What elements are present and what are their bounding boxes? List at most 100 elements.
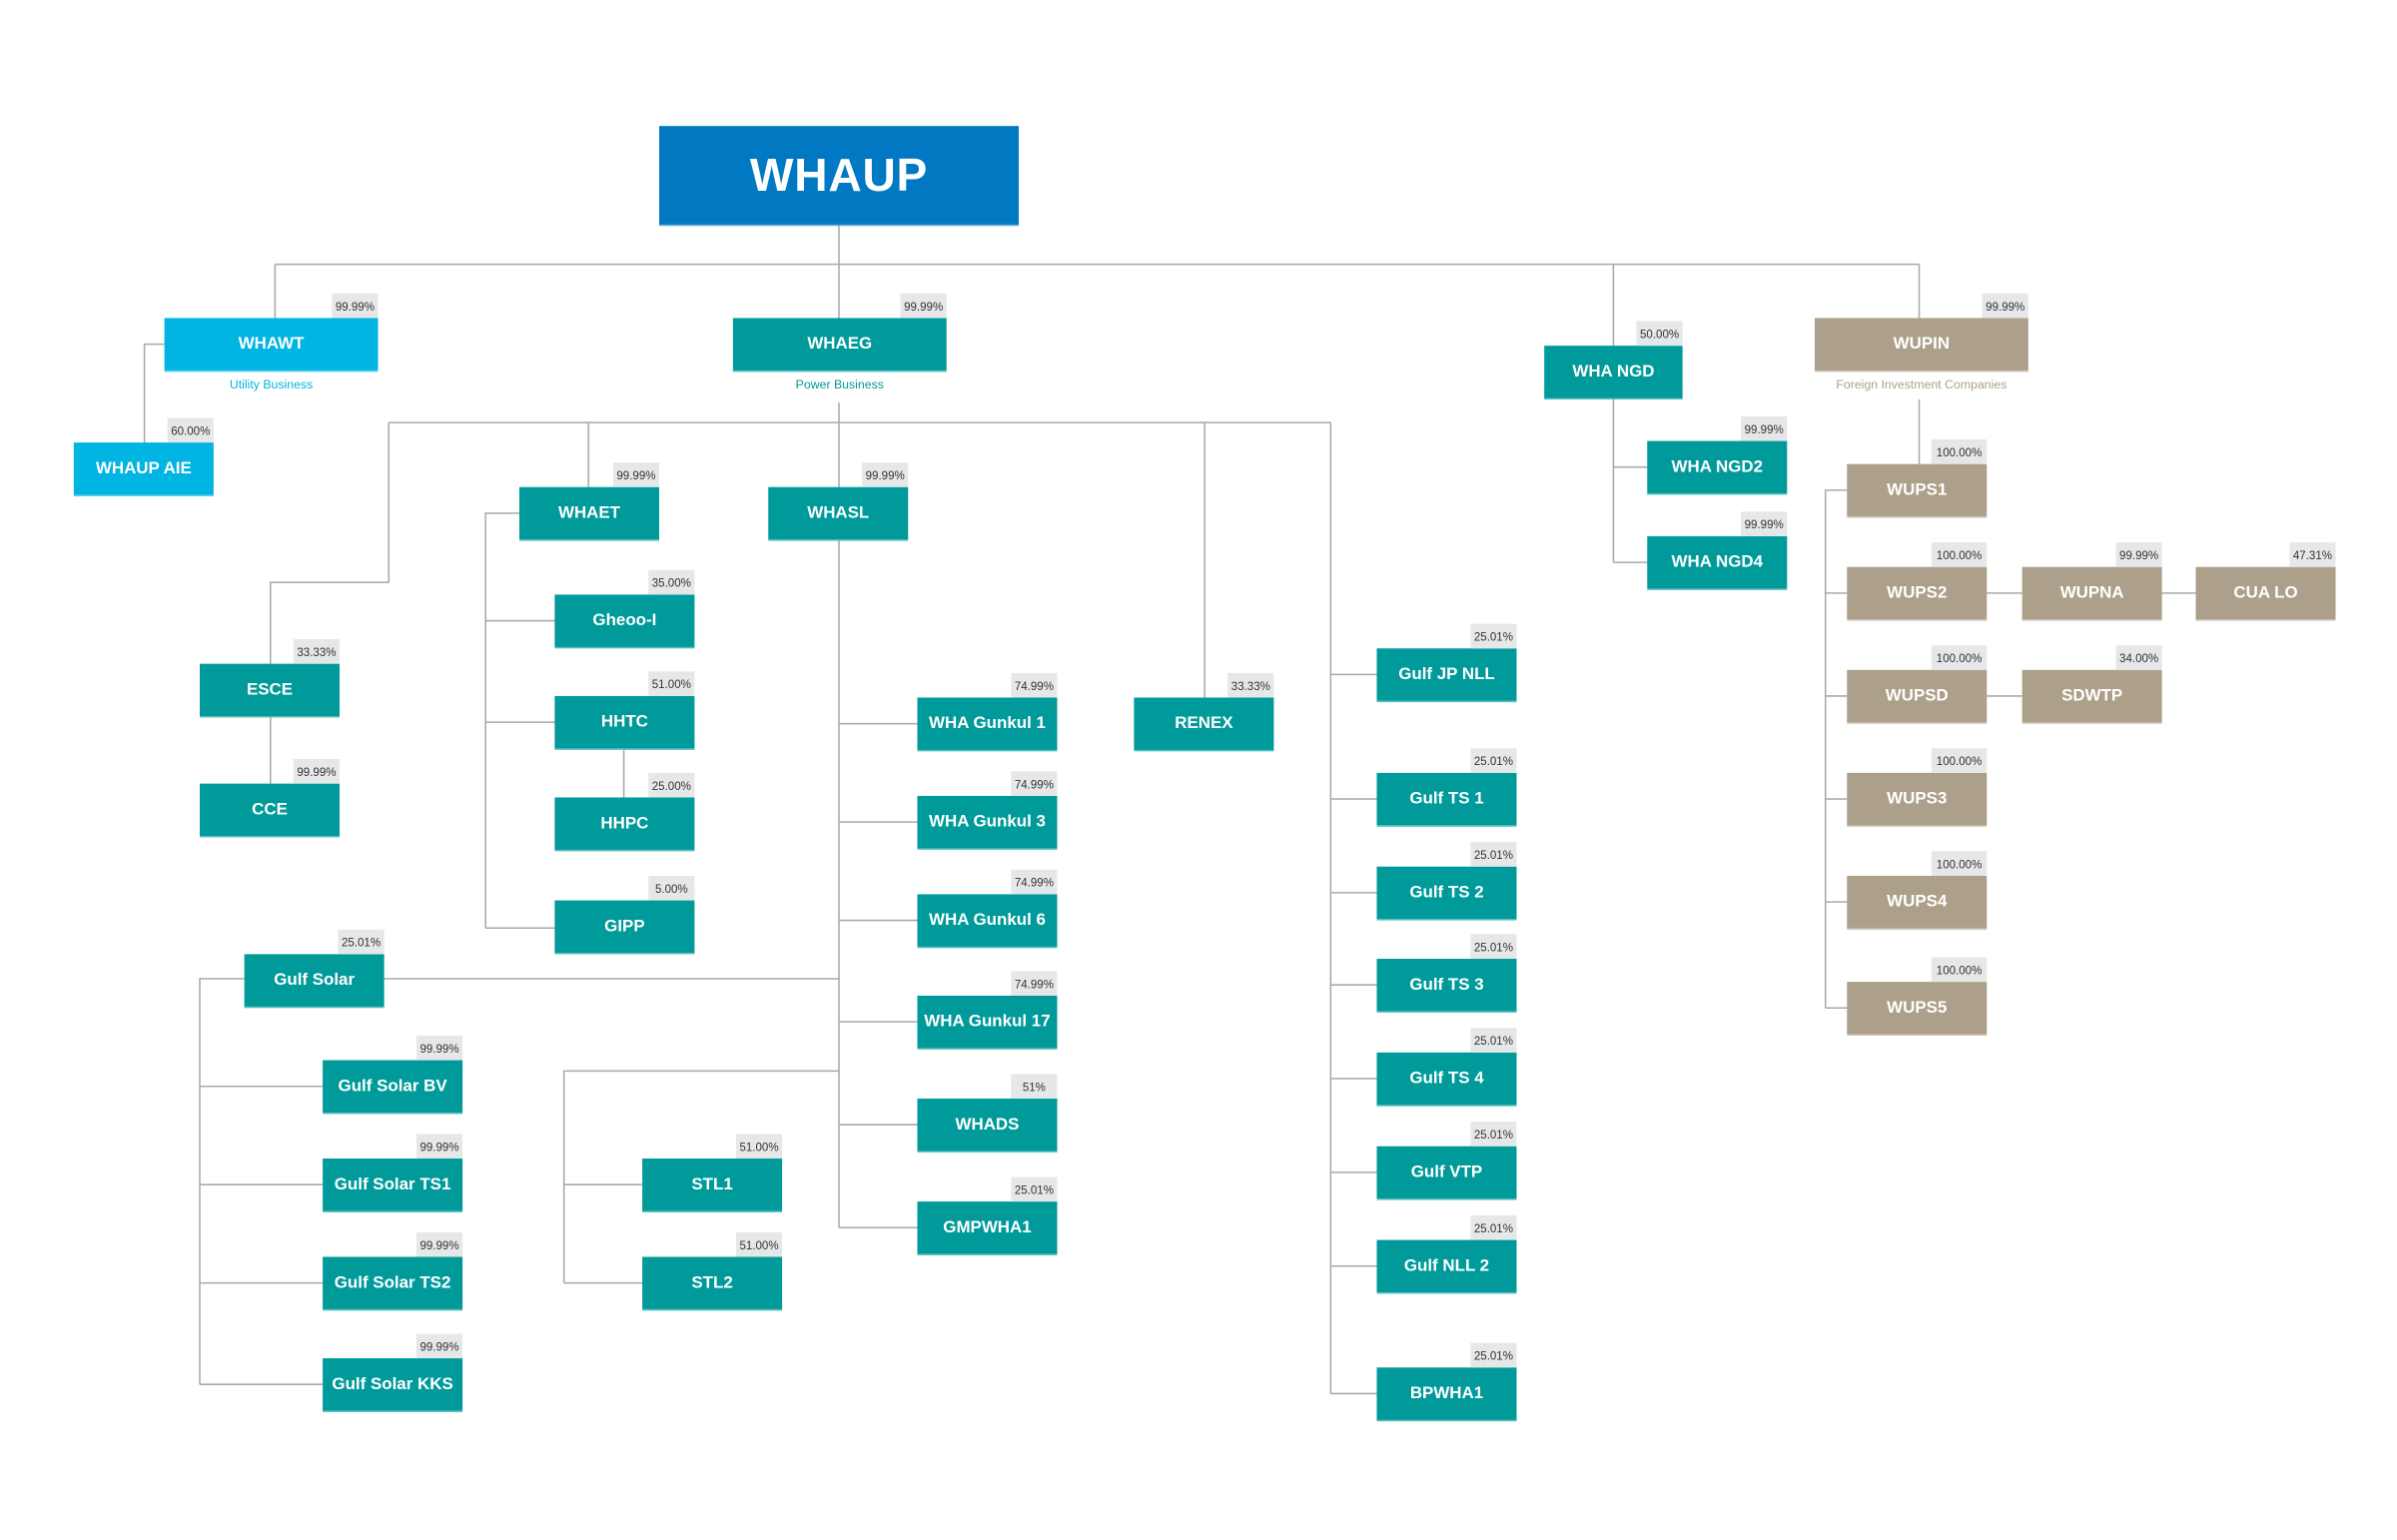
company-node-whaeg[interactable]: WHAEG [732, 318, 947, 373]
company-node-hhpc[interactable]: HHPC [554, 797, 695, 852]
ownership-percentage: 100.00% [1931, 748, 1988, 773]
company-node-gulf-solar-ts1[interactable]: Gulf Solar TS1 [323, 1158, 463, 1212]
ownership-percentage: 74.99% [1011, 672, 1058, 698]
company-node-wups1[interactable]: WUPS1 [1847, 463, 1988, 518]
ownership-percentage: 99.99% [1741, 415, 1788, 441]
company-node-gulf-solar-bv[interactable]: Gulf Solar BV [323, 1060, 463, 1115]
company-node-gulf-vtp[interactable]: Gulf VTP [1376, 1146, 1517, 1200]
company-node-stl1[interactable]: STL1 [642, 1158, 783, 1212]
company-node-wups3[interactable]: WUPS3 [1847, 772, 1988, 827]
ownership-percentage: 99.99% [862, 462, 909, 487]
company-node-whads[interactable]: WHADS [917, 1099, 1058, 1153]
ownership-percentage: 25.01% [1470, 1214, 1517, 1240]
company-node-wupin[interactable]: WUPIN [1814, 318, 2028, 373]
ownership-percentage: 25.01% [1470, 748, 1517, 773]
connector-line [199, 978, 245, 1385]
company-node-whaet[interactable]: WHAET [519, 486, 660, 541]
ownership-percentage: 100.00% [1931, 439, 1988, 464]
ownership-percentage: 25.01% [1470, 934, 1517, 960]
company-node-gulf-nll-2[interactable]: Gulf NLL 2 [1376, 1239, 1517, 1294]
company-node-renex[interactable]: RENEX [1134, 697, 1274, 752]
ownership-percentage: 99.99% [293, 759, 341, 784]
ownership-percentage: 50.00% [1636, 321, 1683, 347]
company-node-gulf-jp-nll[interactable]: Gulf JP NLL [1376, 648, 1517, 703]
company-node-wha-ngd4[interactable]: WHA NGD4 [1647, 535, 1788, 590]
connector-line [484, 512, 520, 929]
company-node-gulf-ts-1[interactable]: Gulf TS 1 [1376, 772, 1517, 827]
business-group-label: Foreign Investment Companies [1836, 378, 2007, 392]
company-node-gulf-solar[interactable]: Gulf Solar [244, 954, 385, 1009]
company-node-whasl[interactable]: WHASL [768, 486, 909, 541]
ownership-percentage: 99.99% [415, 1134, 463, 1159]
company-node-gulf-solar-kks[interactable]: Gulf Solar KKS [323, 1358, 463, 1412]
company-node-gipp[interactable]: GIPP [554, 900, 695, 955]
company-node-wups2[interactable]: WUPS2 [1847, 566, 1988, 621]
ownership-percentage: 100.00% [1931, 645, 1988, 670]
company-node-wha-gunkul-6[interactable]: WHA Gunkul 6 [917, 894, 1058, 949]
company-node-wha-ngd[interactable]: WHA NGD [1544, 346, 1683, 400]
ownership-percentage: 5.00% [648, 875, 695, 901]
ownership-percentage: 25.01% [1470, 1342, 1517, 1368]
ownership-percentage: 99.99% [2115, 542, 2162, 567]
company-node-wha-gunkul-1[interactable]: WHA Gunkul 1 [917, 697, 1058, 752]
ownership-percentage: 25.00% [648, 772, 695, 798]
company-node-wha-ngd2[interactable]: WHA NGD2 [1647, 440, 1788, 495]
ownership-percentage: 51% [1011, 1074, 1058, 1100]
ownership-percentage: 74.99% [1011, 971, 1058, 996]
ownership-percentage: 25.01% [338, 929, 385, 955]
company-node-hhtc[interactable]: HHTC [554, 695, 695, 750]
company-node-wups4[interactable]: WUPS4 [1847, 875, 1988, 930]
ownership-percentage: 100.00% [1931, 957, 1988, 983]
company-node-whaup[interactable]: WHAUP [659, 126, 1020, 227]
company-node-gulf-solar-ts2[interactable]: Gulf Solar TS2 [323, 1256, 463, 1311]
company-node-bpwha1[interactable]: BPWHA1 [1376, 1367, 1517, 1422]
ownership-percentage: 33.33% [293, 639, 341, 664]
ownership-percentage: 74.99% [1011, 771, 1058, 796]
ownership-percentage: 74.99% [1011, 869, 1058, 895]
ownership-percentage: 51.00% [735, 1231, 783, 1257]
company-node-gulf-ts-2[interactable]: Gulf TS 2 [1376, 866, 1517, 921]
ownership-percentage: 25.01% [1470, 842, 1517, 867]
ownership-percentage: 100.00% [1931, 851, 1988, 876]
ownership-percentage: 35.00% [648, 569, 695, 595]
company-node-gmpwha1[interactable]: GMPWHA1 [917, 1201, 1058, 1255]
company-node-whaup-aie[interactable]: WHAUP AIE [73, 442, 214, 496]
ownership-percentage: 25.01% [1470, 1028, 1517, 1053]
ownership-percentage: 99.99% [415, 1333, 463, 1359]
ownership-percentage: 99.99% [612, 462, 660, 487]
ownership-percentage: 34.00% [2115, 645, 2162, 670]
company-node-gulf-ts-3[interactable]: Gulf TS 3 [1376, 959, 1517, 1013]
ownership-percentage: 99.99% [900, 293, 947, 319]
company-node-gulf-ts-4[interactable]: Gulf TS 4 [1376, 1052, 1517, 1107]
ownership-percentage: 99.99% [332, 293, 379, 319]
company-node-whawt[interactable]: WHAWT [164, 318, 379, 373]
company-node-wha-gunkul-3[interactable]: WHA Gunkul 3 [917, 795, 1058, 850]
ownership-percentage: 47.31% [2289, 542, 2336, 567]
ownership-percentage: 99.99% [1741, 511, 1788, 536]
connector-line [143, 343, 165, 443]
connector-line [562, 1070, 840, 1283]
company-node-cce[interactable]: CCE [200, 783, 341, 838]
ownership-percentage: 100.00% [1931, 542, 1988, 567]
company-node-wupsd[interactable]: WUPSD [1847, 669, 1988, 724]
ownership-percentage: 51.00% [648, 671, 695, 696]
business-group-label: Power Business [795, 378, 884, 392]
company-node-stl2[interactable]: STL2 [642, 1256, 783, 1311]
company-node-wups5[interactable]: WUPS5 [1847, 982, 1988, 1036]
ownership-percentage: 60.00% [167, 417, 214, 443]
ownership-percentage: 99.99% [415, 1035, 463, 1061]
ownership-percentage: 33.33% [1227, 672, 1274, 698]
ownership-percentage: 25.01% [1470, 1122, 1517, 1147]
company-node-wupna[interactable]: WUPNA [2021, 566, 2162, 621]
company-node-sdwtp[interactable]: SDWTP [2021, 669, 2162, 724]
ownership-percentage: 25.01% [1011, 1176, 1058, 1202]
company-node-esce[interactable]: ESCE [200, 663, 341, 718]
company-node-gheoo-i[interactable]: Gheoo-I [554, 594, 695, 649]
company-node-cua-lo[interactable]: CUA LO [2195, 566, 2336, 621]
ownership-percentage: 51.00% [735, 1134, 783, 1159]
connector-line [1824, 489, 1848, 1009]
company-node-wha-gunkul-17[interactable]: WHA Gunkul 17 [917, 995, 1058, 1050]
ownership-percentage: 99.99% [415, 1231, 463, 1257]
